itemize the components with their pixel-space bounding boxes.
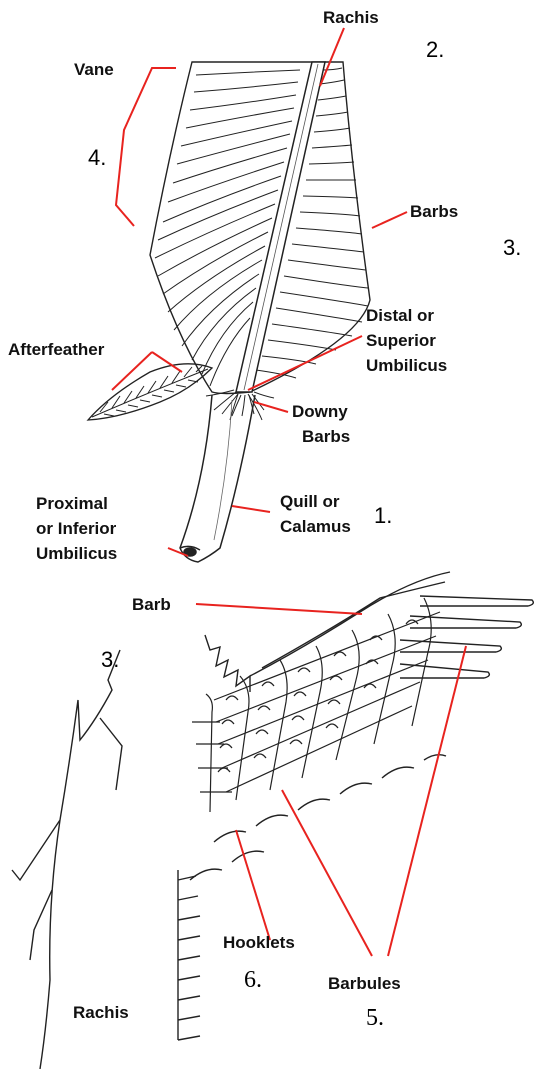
barb-detail-drawing bbox=[12, 572, 533, 1069]
barb-shaft bbox=[205, 635, 250, 692]
afterfeather-drawing bbox=[88, 364, 212, 420]
number-4: 4. bbox=[88, 146, 106, 170]
label-afterfeather: Afterfeather bbox=[8, 340, 104, 360]
label-downy-barbs-line1: Downy bbox=[292, 402, 348, 422]
label-downy-barbs-line2: Barbs bbox=[302, 427, 350, 447]
barbule-grid bbox=[192, 598, 440, 812]
label-distal-umbilicus-line3: Umbilicus bbox=[366, 356, 447, 376]
number-2: 2. bbox=[426, 38, 444, 62]
label-quill-line2: Calamus bbox=[280, 517, 351, 537]
number-1: 1. bbox=[374, 504, 392, 528]
label-rachis-bottom: Rachis bbox=[73, 1003, 129, 1023]
number-3-top: 3. bbox=[503, 236, 521, 260]
vane-drawing bbox=[150, 62, 370, 394]
label-rachis-top: Rachis bbox=[323, 8, 379, 28]
rachis-comb bbox=[178, 870, 200, 1040]
number-5: 5. bbox=[366, 1006, 384, 1030]
label-hooklets: Hooklets bbox=[223, 933, 295, 953]
label-barbules: Barbules bbox=[328, 974, 401, 994]
rachis-shaft bbox=[236, 62, 325, 392]
label-distal-umbilicus-line2: Superior bbox=[366, 331, 436, 351]
label-proximal-umbilicus-line1: Proximal bbox=[36, 494, 108, 514]
number-3-bottom: 3. bbox=[101, 648, 119, 672]
leader-lines-lower bbox=[196, 604, 466, 956]
number-6: 6. bbox=[244, 968, 262, 992]
quill-drawing bbox=[180, 395, 255, 562]
label-barbs: Barbs bbox=[410, 202, 458, 222]
label-proximal-umbilicus-line3: Umbilicus bbox=[36, 544, 117, 564]
label-vane: Vane bbox=[74, 60, 114, 80]
label-proximal-umbilicus-line2: or Inferior bbox=[36, 519, 116, 539]
label-barb: Barb bbox=[132, 595, 171, 615]
label-quill-line1: Quill or bbox=[280, 492, 340, 512]
label-distal-umbilicus-line1: Distal or bbox=[366, 306, 434, 326]
